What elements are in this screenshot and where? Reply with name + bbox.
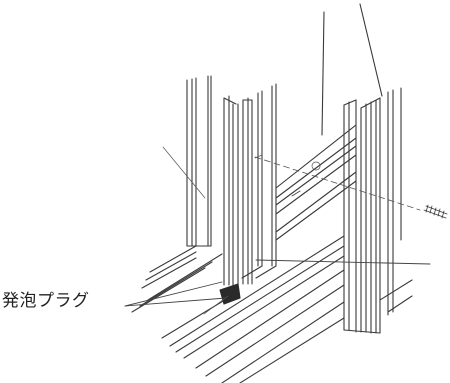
center-stile — [223, 83, 277, 286]
right-jamb-post — [343, 87, 402, 334]
leader-lines — [124, 190, 431, 307]
sill-rails — [131, 235, 413, 383]
foam-plug-label: 発泡プラグ — [2, 291, 90, 311]
foam-plug — [203, 283, 241, 315]
screw-icon — [254, 156, 448, 219]
left-jamb-post — [162, 75, 212, 247]
upper-guide-lines — [321, 3, 383, 136]
top-rail — [254, 124, 357, 241]
